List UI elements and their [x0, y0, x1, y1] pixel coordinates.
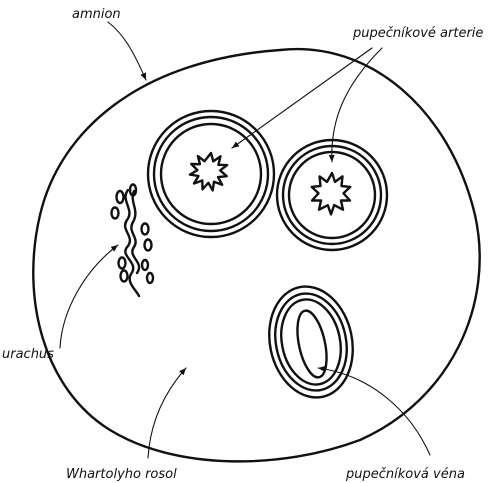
leader-artery-left: [232, 48, 372, 148]
artery-left-lumen: [190, 153, 227, 190]
leader-amnion: [108, 22, 146, 80]
label-vein: pupečníková véna: [345, 467, 465, 482]
leader-wharton: [148, 368, 186, 458]
vein: [259, 279, 362, 406]
label-urachus: urachus: [2, 347, 54, 362]
urachus-remnant: [112, 185, 154, 297]
leader-urachus: [60, 245, 118, 348]
artery-right-lumen: [312, 173, 351, 214]
label-arteries: pupečníkové arterie: [352, 26, 483, 41]
label-wharton: Whartolyho rosol: [66, 467, 177, 482]
artery-left: [148, 111, 274, 237]
label-amnion: amnion: [72, 7, 121, 22]
amnion-outline: [33, 49, 479, 461]
